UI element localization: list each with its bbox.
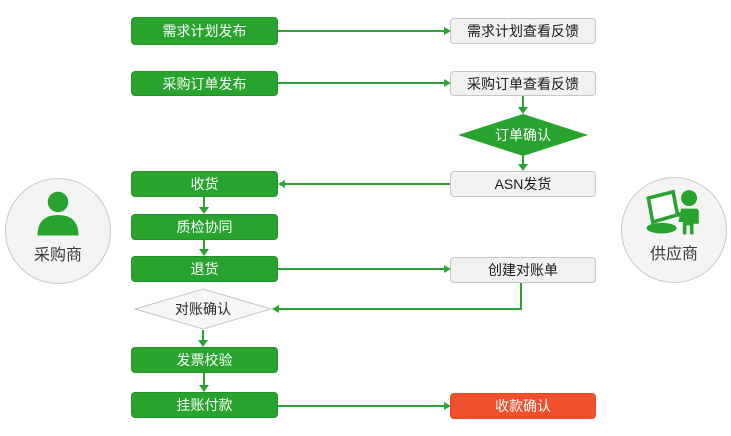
line-statement-down	[520, 283, 522, 310]
arrow-statement-to-recon	[279, 308, 522, 310]
arrowhead-down-icon	[198, 340, 208, 347]
node-po-feedback: 采购订单查看反馈	[450, 71, 596, 96]
node-payment: 挂账付款	[131, 392, 278, 418]
arrow-demand-publish-to-feedback	[278, 30, 445, 32]
node-receive-goods: 收货	[131, 171, 278, 197]
arrow-asn-to-receive	[285, 183, 450, 185]
arrow-po-publish-to-feedback	[278, 82, 445, 84]
supplier-person-laptop-icon	[622, 186, 726, 242]
arrowhead-left-icon	[278, 180, 285, 188]
buyer-actor-circle: 采购商	[5, 178, 111, 284]
recon-confirm-label: 对账确认	[175, 301, 231, 317]
diamond-shape	[458, 114, 588, 156]
buyer-person-icon	[6, 187, 110, 243]
arrow-po-feedback-to-order-confirm	[522, 96, 524, 108]
arrow-receive-to-qc	[203, 197, 205, 207]
supplier-label: 供应商	[649, 246, 698, 263]
arrowhead-down-icon	[199, 207, 209, 214]
buyer-label: 采购商	[33, 247, 82, 264]
order-confirm-label: 订单确认	[495, 127, 551, 143]
diamond-shape	[134, 288, 272, 330]
arrowhead-left-icon	[272, 305, 279, 313]
node-po-publish: 采购订单发布	[131, 71, 278, 96]
node-asn-ship: ASN发货	[450, 171, 596, 197]
arrow-qc-to-return	[203, 240, 205, 249]
arrow-recon-to-invoice	[202, 330, 204, 340]
node-create-statement: 创建对账单	[450, 257, 596, 283]
node-demand-plan-publish: 需求计划发布	[131, 17, 278, 45]
arrowhead-right-icon	[444, 402, 451, 410]
node-return-goods: 退货	[131, 256, 278, 282]
node-quality-check: 质检协同	[131, 214, 278, 240]
arrow-return-to-statement	[278, 268, 445, 270]
arrowhead-down-icon	[518, 107, 528, 114]
node-receipt-confirm: 收款确认	[450, 393, 596, 419]
node-order-confirm-diamond: 订单确认	[458, 114, 588, 156]
arrowhead-down-icon	[199, 385, 209, 392]
node-recon-confirm-diamond: 对账确认	[134, 288, 272, 330]
arrowhead-down-icon	[518, 164, 528, 171]
arrowhead-right-icon	[444, 27, 451, 35]
arrowhead-down-icon	[199, 249, 209, 256]
node-demand-plan-feedback: 需求计划查看反馈	[450, 18, 596, 44]
arrowhead-right-icon	[444, 265, 451, 273]
supplier-actor-circle: 供应商	[621, 177, 727, 283]
arrow-payment-to-receipt	[278, 405, 445, 407]
arrow-invoice-to-payment	[203, 373, 205, 385]
arrowhead-right-icon	[444, 79, 451, 87]
arrow-order-confirm-to-asn	[522, 156, 524, 165]
node-invoice-check: 发票校验	[131, 347, 278, 373]
